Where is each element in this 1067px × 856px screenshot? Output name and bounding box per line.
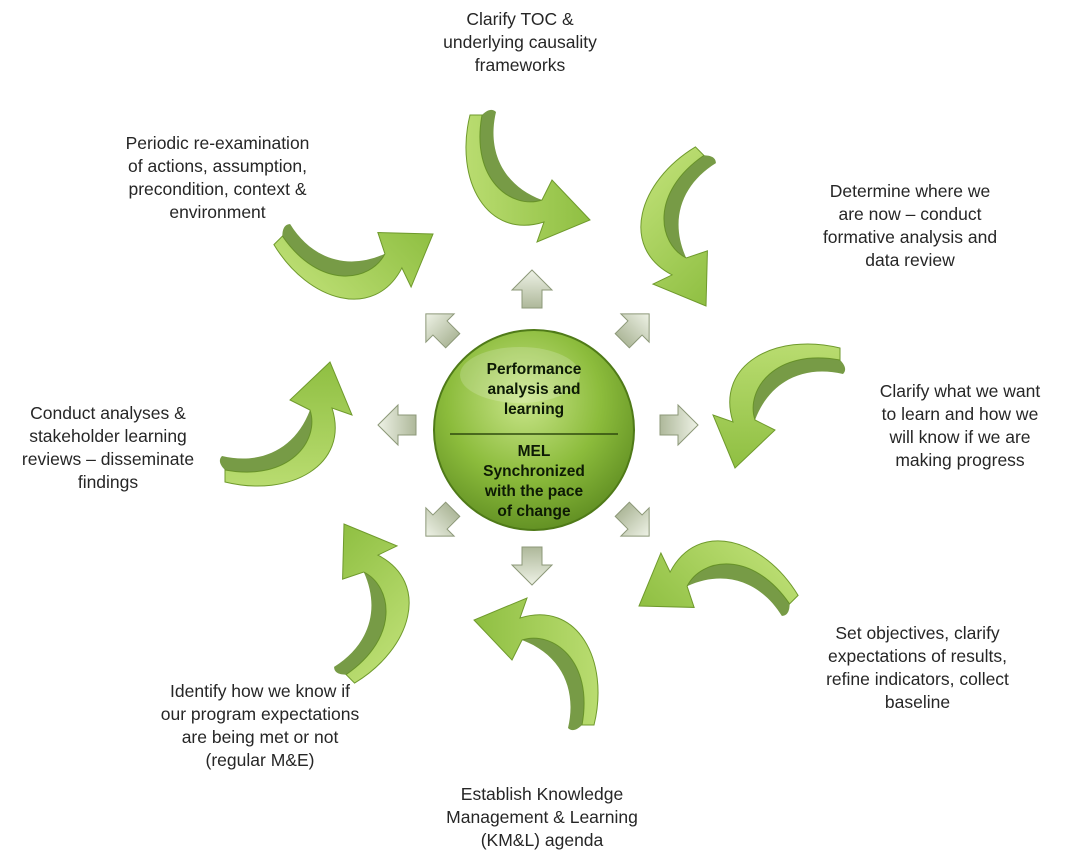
center-circle: Performance analysis and learning MEL Sy… xyxy=(433,329,635,531)
curved-arrow-1 xyxy=(465,109,591,243)
step-label-set-objectives: Set objectives, clarify expectations of … xyxy=(826,623,1009,712)
center-top-line-1: Performance xyxy=(487,361,582,378)
small-arrow-7 xyxy=(377,404,417,446)
center-bottom-line-2: Synchronized xyxy=(483,463,585,480)
step-label-establish-kml: Establish Knowledge Management & Learnin… xyxy=(446,784,638,850)
small-arrow-3 xyxy=(659,404,699,446)
step-label-periodic-reexamination: Periodic re-examination of actions, assu… xyxy=(125,133,310,222)
center-top-line-2: analysis and xyxy=(487,381,580,398)
center-bottom-line-3: with the pace xyxy=(484,483,584,500)
step-label-clarify-learn: Clarify what we want to learn and how we… xyxy=(879,381,1041,470)
small-arrow-5 xyxy=(511,546,553,586)
small-arrow-2 xyxy=(607,299,664,356)
center-bottom-line-1: MEL xyxy=(518,443,551,460)
step-label-identify-how: Identify how we know if our program expe… xyxy=(160,681,360,770)
small-arrow-1 xyxy=(511,269,553,309)
small-arrow-6 xyxy=(411,494,468,551)
center-top-line-3: learning xyxy=(504,401,564,418)
curved-arrow-6 xyxy=(265,507,448,691)
step-label-determine-where: Determine where we are now – conduct for… xyxy=(822,181,998,270)
curved-arrow-5 xyxy=(473,597,599,731)
curved-arrow-3 xyxy=(712,343,846,469)
step-label-conduct-analyses: Conduct analyses & stakeholder learning … xyxy=(21,403,195,492)
curved-arrow-4 xyxy=(622,502,806,685)
small-arrow-8 xyxy=(411,299,468,356)
small-arrow-4 xyxy=(607,494,664,551)
curved-arrow-7 xyxy=(219,361,353,487)
center-bottom-line-4: of change xyxy=(497,503,571,520)
curved-arrow-2 xyxy=(602,139,785,323)
step-label-clarify-toc: Clarify TOC & underlying causality frame… xyxy=(443,9,597,75)
